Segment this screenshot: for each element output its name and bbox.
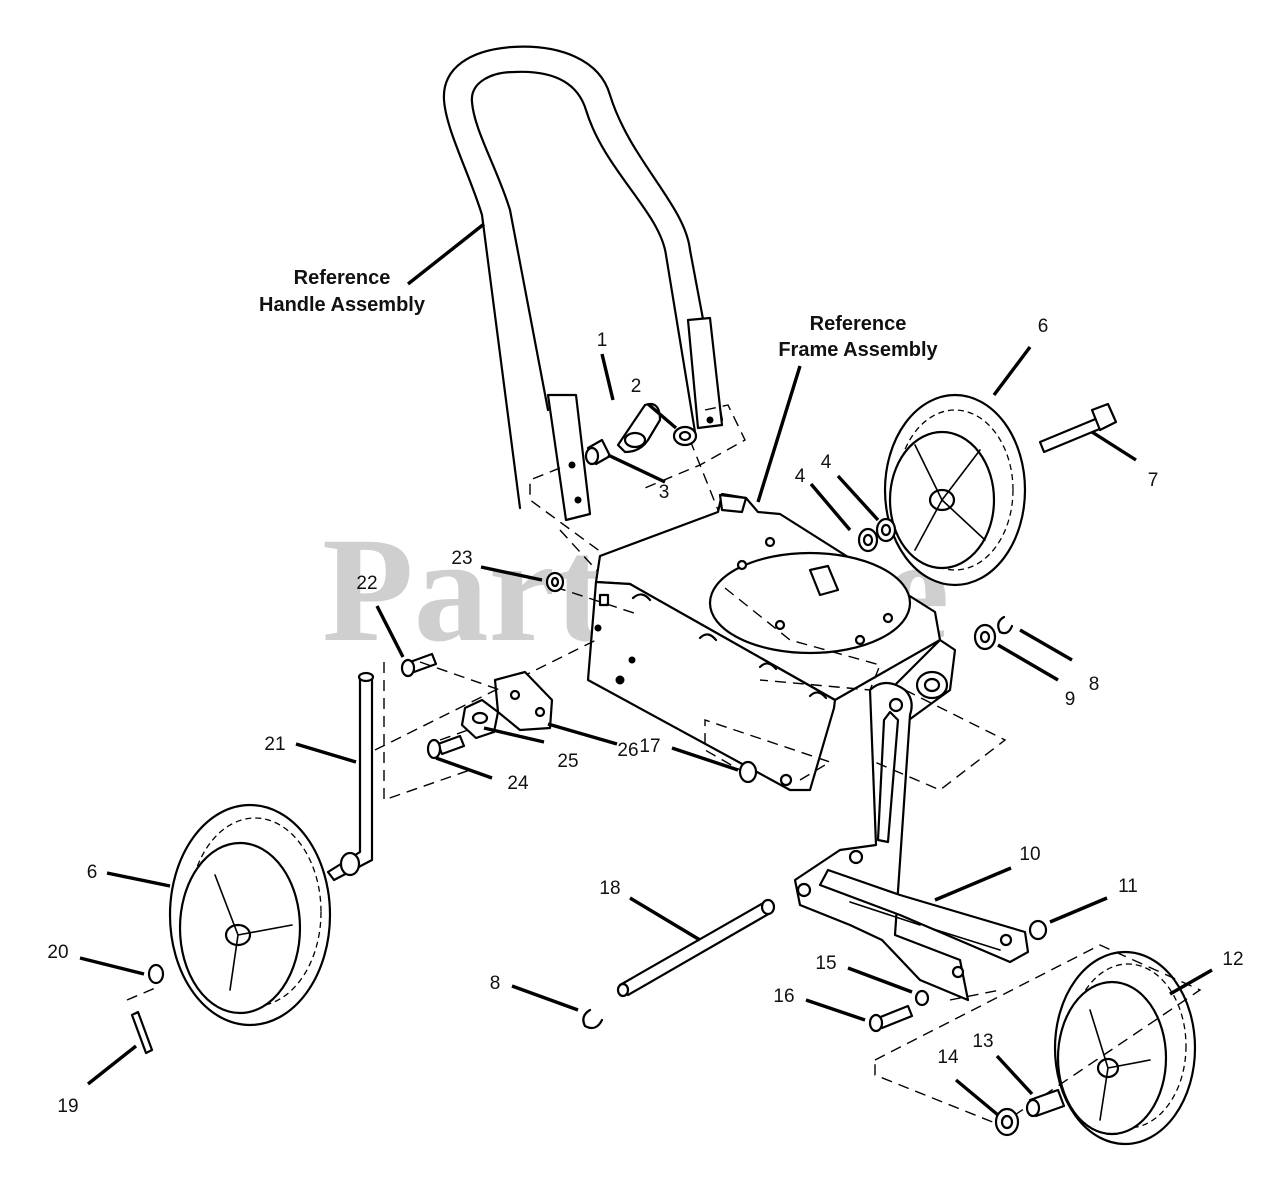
part-2-nut [672,425,698,447]
callout-25: 25 [557,751,578,772]
part-15-washer [914,989,930,1007]
callout-22: 22 [356,573,377,594]
reference-frame-line1: Reference [810,313,907,335]
part-23-nut [545,571,565,593]
part-14-bushing [994,1107,1020,1137]
callout-8-lower: 8 [490,973,501,994]
callout-8-upper: 8 [1089,674,1100,695]
callout-12: 12 [1222,949,1243,970]
part-25-block [460,698,500,740]
leader-lines [79,222,1213,1117]
callout-23: 23 [451,548,472,569]
callout-4a: 4 [795,466,806,487]
reference-frame-line2: Frame Assembly [778,339,938,361]
callout-6-right: 6 [1038,316,1049,337]
wheel-left [168,803,332,1027]
callout-3: 3 [659,482,670,503]
reference-handle-label: Reference Handle Assembly [259,267,426,316]
part-8-clip-lower [582,1008,604,1030]
part-21-rod [326,639,597,882]
part-7-bolt [1038,402,1118,454]
part-11-nut [1028,919,1048,941]
part-16-bolt [868,1004,914,1033]
wheel-caster [874,944,1202,1146]
part-3-spacer [584,438,612,466]
part-8-clip-upper [997,615,1014,635]
part-18-axle [616,898,776,998]
callout-7: 7 [1148,470,1159,491]
callout-11: 11 [1118,876,1138,897]
callout-2: 2 [631,376,642,397]
callout-21: 21 [264,734,285,755]
part-26-bracket [493,670,554,732]
callout-13: 13 [972,1031,993,1052]
part-1-knob [616,402,662,454]
reference-handle-line1: Reference [294,267,391,289]
part-10-caster-yoke [793,681,1030,1002]
wheel-upper-right [883,393,1027,587]
part-20-washer [147,963,165,985]
reference-frame-label: Reference Frame Assembly [778,313,938,361]
part-19-pin [126,985,161,1055]
callout-9: 9 [1065,689,1076,710]
callout-17: 17 [639,736,660,757]
callout-20: 20 [47,942,68,963]
callout-numbers: 1 2 3 4 4 6 7 8 9 10 11 12 13 14 15 16 1… [47,316,1243,1117]
part-22-screw [400,652,438,678]
callout-24: 24 [507,773,529,794]
callout-6-left: 6 [87,862,98,883]
callout-19: 19 [57,1096,78,1117]
callout-16: 16 [773,986,794,1007]
reference-handle-line2: Handle Assembly [259,294,426,316]
callout-10: 10 [1019,844,1040,865]
callout-18: 18 [599,878,620,899]
part-4-washers [857,517,897,553]
part-13-spacer [1025,1088,1066,1118]
callout-4b: 4 [821,452,832,473]
callout-15: 15 [815,953,836,974]
callout-14: 14 [937,1047,959,1068]
callout-1: 1 [597,330,608,351]
callout-26: 26 [617,740,638,761]
part-9-washer [973,623,997,651]
part-24-bolt [419,661,501,760]
